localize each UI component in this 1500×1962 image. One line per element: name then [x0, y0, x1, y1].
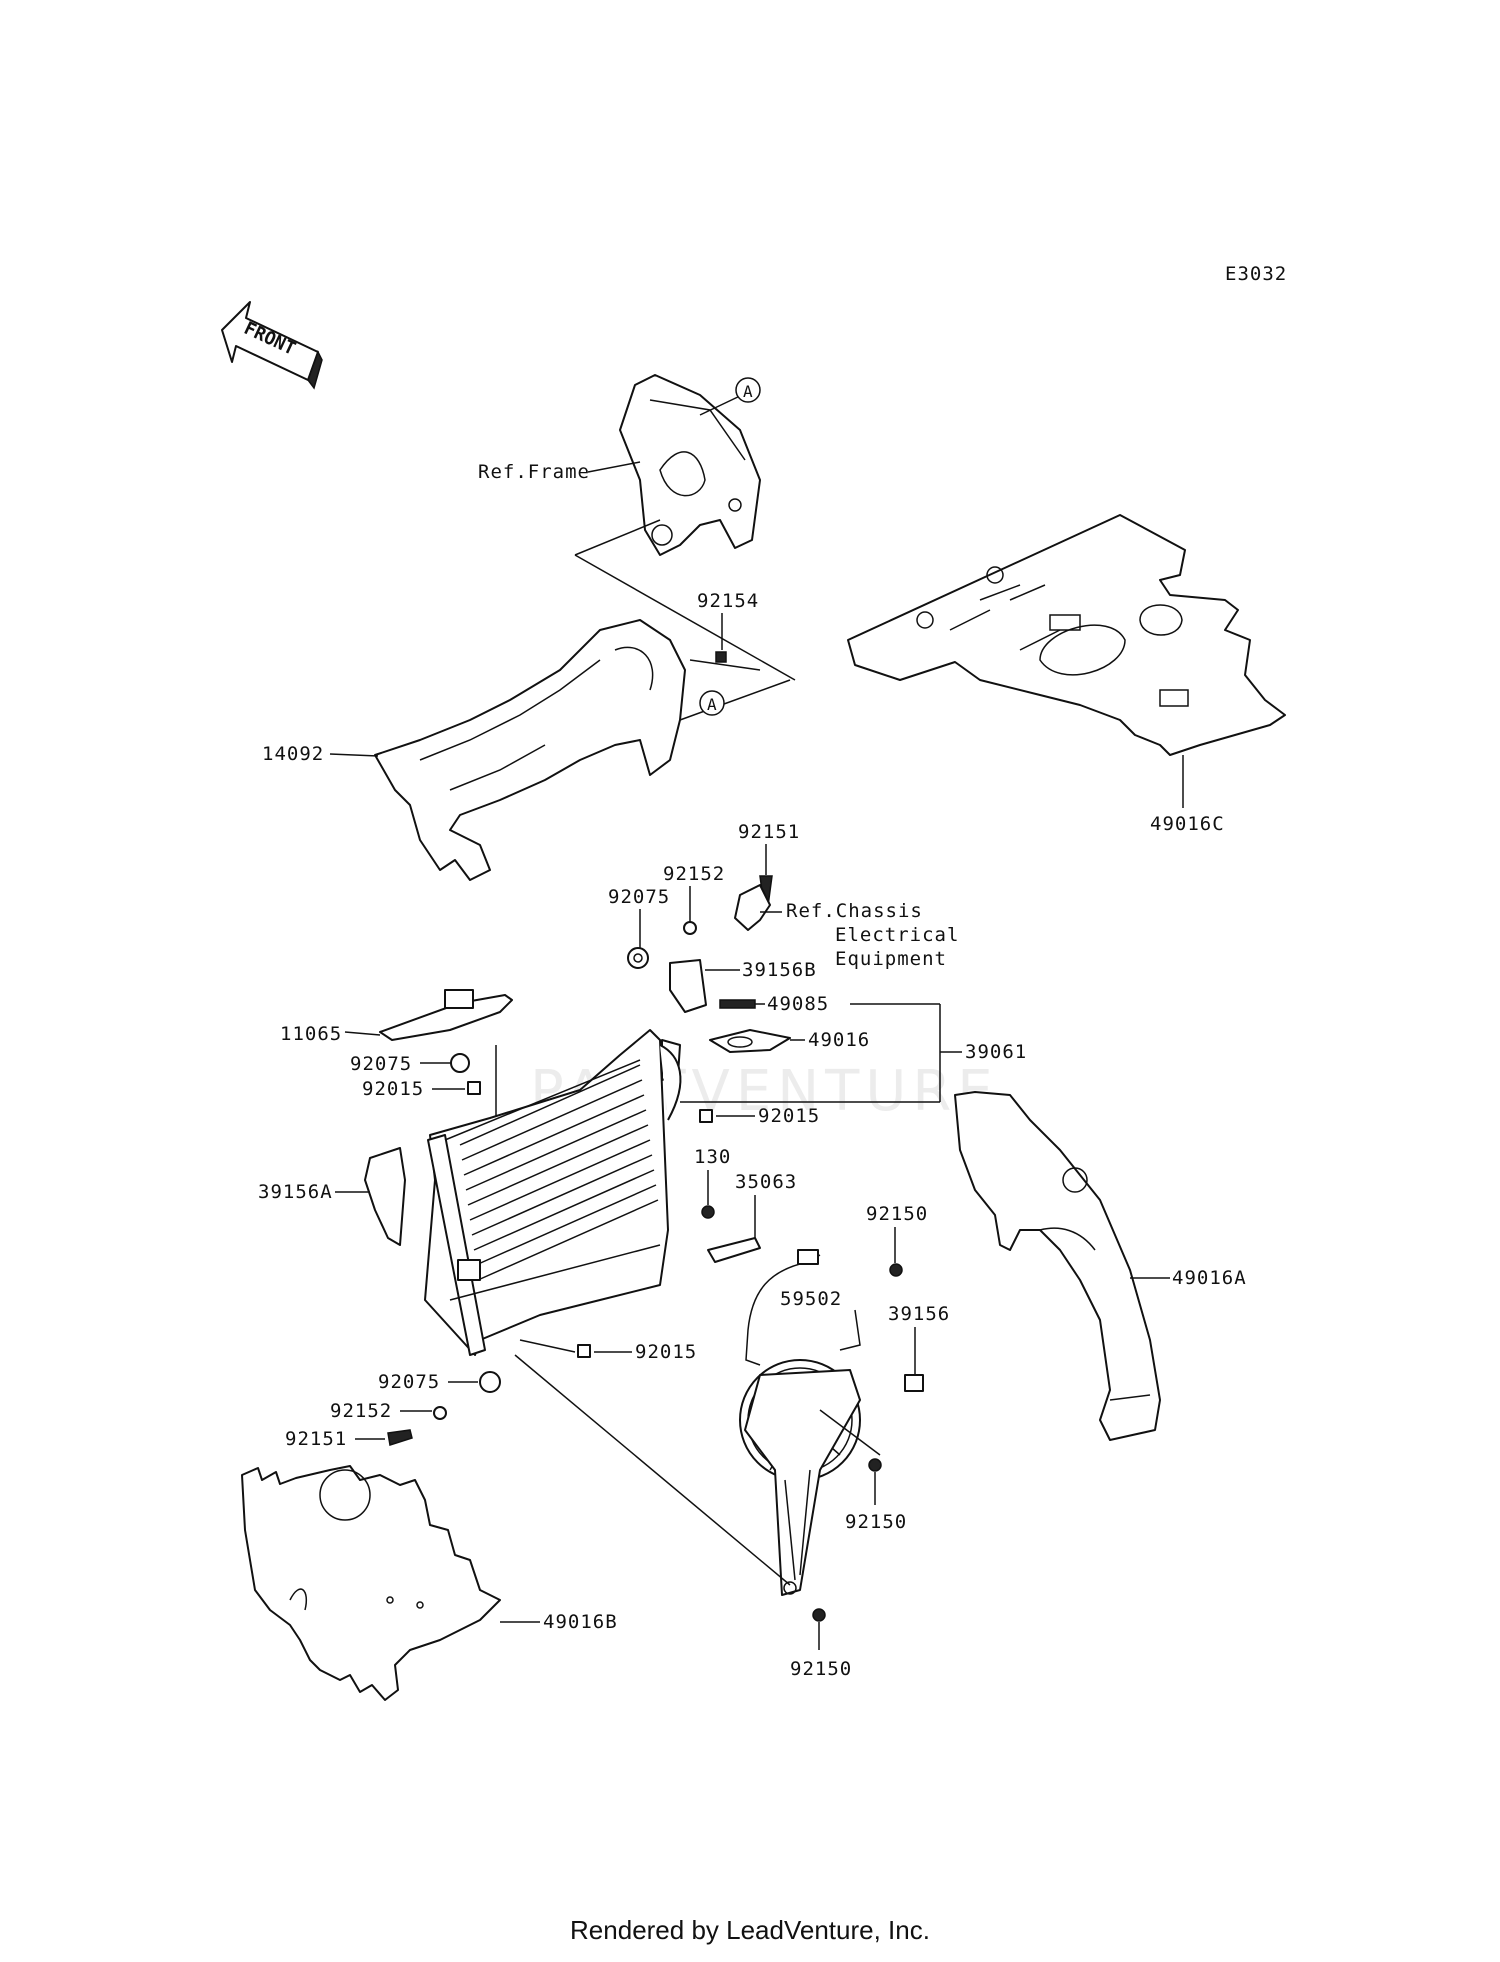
label-49016A: 49016A [1172, 1267, 1247, 1289]
cooling-fan-59502 [739, 1359, 861, 1596]
cover-14092 [374, 619, 686, 881]
label-11065: 11065 [280, 1023, 342, 1045]
grommet-92075-bottom [479, 1371, 501, 1393]
leader-fan-mount [819, 1409, 881, 1456]
sheet-49016 [709, 1029, 791, 1053]
leader-14092 [329, 753, 379, 757]
label-92150-top: 92150 [866, 1203, 928, 1225]
nut-92150-top [889, 1263, 903, 1277]
pad-39156A [364, 1147, 406, 1246]
label-92075-bottom: 92075 [378, 1371, 440, 1393]
svg-text:A: A [743, 382, 753, 401]
hose-35063 [707, 1237, 761, 1263]
grommet-92075-top [627, 947, 649, 969]
ref-frame-label: Ref.Frame [478, 461, 590, 483]
label-39156: 39156 [888, 1303, 950, 1325]
washer-92152-bottom [433, 1406, 447, 1420]
label-92015-left: 92015 [362, 1078, 424, 1100]
nut-92015-bottom [577, 1344, 591, 1358]
circle-a-marker-top: A [735, 377, 761, 403]
leader-11065 [344, 1031, 381, 1036]
front-arrow-icon: FRONT [221, 301, 323, 390]
clip-49085 [719, 999, 756, 1009]
label-49016: 49016 [808, 1029, 870, 1051]
label-92150-bottom: 92150 [790, 1658, 852, 1680]
bracket-11065-tab [444, 989, 474, 1009]
cover-leader [679, 679, 791, 721]
label-92151-top: 92151 [738, 821, 800, 843]
label-92152-bottom: 92152 [330, 1400, 392, 1422]
nut-92150-bottom [812, 1608, 826, 1622]
fan-connector [797, 1249, 819, 1265]
sheet-49016-hole [727, 1036, 753, 1048]
leader-radiator-nut [519, 1339, 576, 1353]
nut-92015-left [467, 1081, 481, 1095]
grommet-92075-top-hole [633, 953, 643, 963]
label-59502: 59502 [780, 1288, 842, 1310]
label-35063: 35063 [735, 1171, 797, 1193]
label-49016C: 49016C [1150, 813, 1225, 835]
ref-chassis-label-1: Ref.Chassis [786, 900, 923, 922]
diagram-code: E3032 [1225, 263, 1287, 285]
pad-39156B [669, 959, 707, 1013]
footer-credit: Rendered by LeadVenture, Inc. [570, 1915, 930, 1945]
label-39061: 39061 [965, 1041, 1027, 1063]
frame-leader [574, 554, 796, 681]
cover-leader [689, 659, 761, 671]
label-49085: 49085 [767, 993, 829, 1015]
bolt-92154 [715, 651, 727, 663]
cover-49016A [954, 1091, 1161, 1441]
label-49016B: 49016B [543, 1611, 618, 1633]
plate-49016C [847, 514, 1286, 756]
radiator [424, 1029, 682, 1356]
label-130: 130 [694, 1146, 731, 1168]
fan-wire [745, 1254, 821, 1366]
label-92075-mid: 92075 [350, 1053, 412, 1075]
nut-92015-right [699, 1109, 713, 1123]
ref-frame-leader [587, 461, 641, 473]
leader-59502 [839, 1309, 861, 1351]
ref-chassis-label-2: Electrical [835, 924, 959, 946]
marker-a-leader [699, 394, 743, 416]
frame-part [619, 374, 761, 556]
ref-chassis-label-3: Equipment [835, 948, 947, 970]
label-92015-bottom: 92015 [635, 1341, 697, 1363]
svg-text:A: A [707, 695, 717, 714]
label-92015-right: 92015 [758, 1105, 820, 1127]
label-39156A: 39156A [258, 1181, 333, 1203]
cover-49016B [241, 1465, 501, 1701]
chassis-bracket [734, 884, 771, 931]
label-39156B: 39156B [742, 959, 817, 981]
label-92152-top: 92152 [663, 863, 725, 885]
frame-leader [574, 519, 661, 556]
nut-92150-mid [868, 1458, 882, 1472]
label-92150-mid: 92150 [845, 1511, 907, 1533]
circle-a-marker-lower: A [699, 690, 725, 716]
leader-radiator-fan [514, 1354, 791, 1586]
pad-39156 [904, 1374, 924, 1392]
label-14092: 14092 [262, 743, 324, 765]
label-92075-top: 92075 [608, 886, 670, 908]
washer-92152-top [683, 921, 697, 935]
label-92151-bottom: 92151 [285, 1428, 347, 1450]
bolt-130 [701, 1205, 715, 1219]
bolt-92151-bottom [387, 1429, 413, 1446]
label-92154: 92154 [697, 590, 759, 612]
grommet-92075-mid [450, 1053, 470, 1073]
